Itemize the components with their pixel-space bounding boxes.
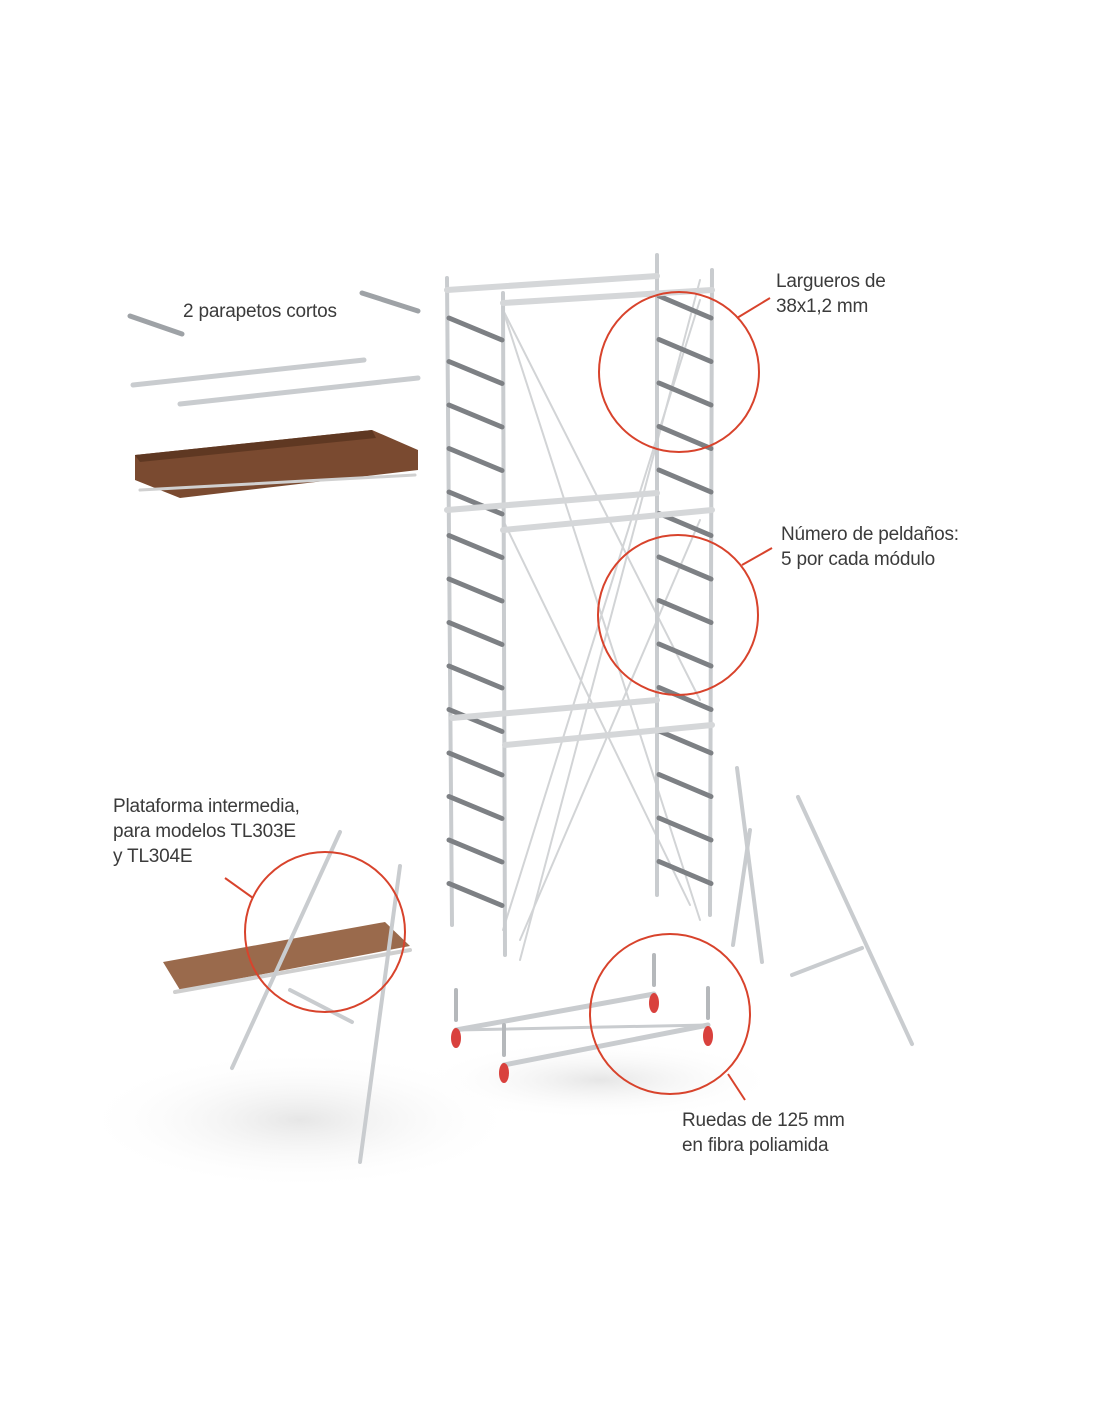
stabiliser <box>790 946 864 977</box>
frame-rung <box>656 293 714 321</box>
toeboard-base <box>138 473 417 492</box>
frame-rung <box>656 554 714 582</box>
platform-leg <box>358 864 402 1164</box>
toeboard-box <box>135 430 418 498</box>
frame-upright <box>708 268 714 917</box>
callout-leader <box>741 547 773 566</box>
label-stringers: Largueros de 38x1,2 mm <box>776 269 886 319</box>
caster-wheel <box>451 1028 461 1048</box>
frame-rung <box>446 402 505 430</box>
floor-shadow <box>420 1040 780 1120</box>
frame-rung <box>446 489 505 517</box>
platform-leg <box>288 988 354 1024</box>
frame-rung <box>656 598 714 625</box>
platform-leg <box>230 830 342 1070</box>
caster-wheel <box>499 1063 509 1083</box>
short-guardrail <box>359 290 421 314</box>
horizontal-bar <box>444 273 660 293</box>
stabiliser <box>731 828 752 947</box>
label-platform: Plataforma intermedia, para modelos TL30… <box>113 794 300 869</box>
frame-rung <box>446 707 505 734</box>
caster-wheel <box>649 993 659 1013</box>
frame-rung <box>656 424 714 451</box>
callout-leader <box>736 297 771 319</box>
platform-edge <box>173 948 412 994</box>
label-platform-line1: Plataforma intermedia, <box>113 796 300 817</box>
label-wheels: Ruedas de 125 mm en fibra poliamida <box>682 1108 845 1158</box>
frame-rung <box>446 881 505 908</box>
caster-wheel <box>703 1026 713 1046</box>
frame-rung <box>446 750 505 778</box>
label-guardrails: 2 parapetos cortos <box>183 301 337 322</box>
stabiliser <box>796 795 914 1046</box>
guardrail-bar <box>130 357 367 388</box>
intermediate-platform <box>163 922 410 990</box>
frame-rung <box>446 794 505 821</box>
frame-rung <box>446 620 505 647</box>
frame-rung <box>446 663 505 691</box>
horizontal-bar <box>502 722 715 748</box>
frame-rung <box>656 337 714 364</box>
horizontal-bar <box>449 697 660 721</box>
base-bar <box>454 1023 710 1032</box>
label-rungs: Número de peldaños: 5 por cada módulo <box>781 522 959 572</box>
toeboard-inner <box>135 430 376 462</box>
label-platform-line3: y TL304E <box>113 846 193 867</box>
frame-rung <box>446 533 505 560</box>
base-bar <box>501 1022 711 1068</box>
floor-shadow <box>80 1050 520 1190</box>
guardrail-bar <box>177 375 421 407</box>
frame-rung <box>446 576 505 604</box>
callout-leader <box>224 877 254 899</box>
horizontal-bar <box>500 507 715 533</box>
frame-rung <box>656 772 714 799</box>
label-stringers-line2: 38x1,2 mm <box>776 296 869 317</box>
callout-leader <box>727 1073 746 1101</box>
label-rungs-line1: Número de peldaños: <box>781 524 959 545</box>
label-stringers-line1: Largueros de <box>776 271 886 292</box>
callout-circle <box>597 534 759 696</box>
callout-circle <box>244 851 406 1013</box>
frame-rung <box>656 728 714 756</box>
callout-circle <box>598 291 760 453</box>
label-wheels-line1: Ruedas de 125 mm <box>682 1110 845 1131</box>
label-platform-line2: para modelos TL303E <box>113 821 296 842</box>
label-wheels-line2: en fibra poliamida <box>682 1135 829 1156</box>
frame-rung <box>446 359 505 386</box>
frame-rung <box>446 315 505 343</box>
frame-rung <box>656 685 714 712</box>
frame-rung <box>656 467 714 495</box>
frame-rung <box>656 815 714 843</box>
frame-rung <box>656 380 714 408</box>
frame-rung <box>446 446 505 473</box>
base-bar <box>453 991 657 1033</box>
cross-brace <box>502 309 701 701</box>
label-rungs-line2: 5 por cada módulo <box>781 549 935 570</box>
cross-brace <box>519 279 701 961</box>
frame-rung <box>446 837 505 865</box>
callout-circle <box>589 933 751 1095</box>
frame-upright <box>501 291 507 957</box>
short-guardrail <box>127 313 185 337</box>
frame-rung <box>656 859 714 886</box>
cross-brace <box>519 519 701 941</box>
frame-upright <box>445 276 454 927</box>
frame-rung <box>656 641 714 669</box>
stabiliser <box>735 766 764 964</box>
horizontal-bar <box>444 490 660 513</box>
